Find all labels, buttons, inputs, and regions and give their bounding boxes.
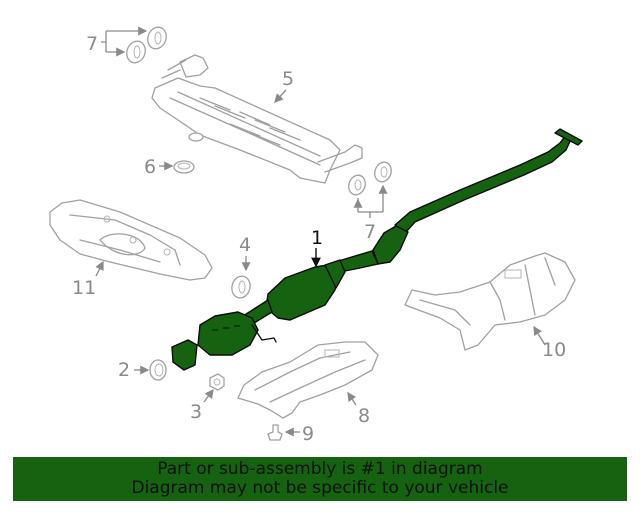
callout-3: 3 (190, 401, 202, 423)
hanger-pair-lower[interactable]: 7 (346, 160, 394, 243)
callout-5: 5 (282, 68, 294, 90)
bolt-part[interactable]: 9 (267, 423, 314, 445)
rear-heat-shield-part[interactable]: 11 (49, 199, 213, 299)
gasket-icon (149, 359, 167, 381)
muffler-part[interactable]: 5 (151, 54, 363, 184)
front-pipe (394, 134, 573, 234)
hanger-pair-upper[interactable]: 7 (86, 25, 169, 66)
callout-11: 11 (72, 277, 96, 299)
callout-9: 9 (302, 423, 314, 445)
nut-part[interactable]: 3 (190, 373, 225, 423)
gasket-part[interactable]: 2 (118, 359, 167, 381)
rubber-hanger-icon (231, 275, 251, 299)
rubber-hanger-icon (126, 26, 167, 64)
catalytic-converter-assembly[interactable]: 1 (171, 128, 583, 371)
callout-10: 10 (542, 339, 566, 361)
inlet-flange (171, 339, 198, 371)
callout-6: 6 (144, 156, 156, 178)
callout-2: 2 (118, 359, 130, 381)
hanger-part[interactable]: 4 (229, 234, 252, 300)
shield-body (404, 252, 576, 351)
gasket-ring-part[interactable]: 6 (144, 156, 195, 178)
center-heat-shield-part[interactable]: 10 (404, 252, 576, 361)
leader-line (101, 30, 145, 53)
catalytic-converter-body (265, 264, 339, 321)
nut-icon (209, 373, 225, 391)
callout-7-upper: 7 (86, 33, 98, 55)
callout-8: 8 (358, 405, 370, 427)
callout-1: 1 (311, 227, 323, 249)
callout-7-lower: 7 (364, 221, 376, 243)
banner-line-1: Part or sub-assembly is #1 in diagram (157, 459, 483, 479)
flange (554, 128, 583, 146)
front-heat-shield-part[interactable]: 8 (237, 341, 379, 427)
shield-body (49, 199, 213, 281)
shield-body (237, 341, 379, 419)
banner-line-2: Diagram may not be specific to your vehi… (131, 478, 509, 498)
info-banner: Part or sub-assembly is #1 in diagram Di… (13, 457, 627, 501)
callout-4: 4 (239, 234, 251, 256)
bolt-icon (267, 424, 283, 441)
